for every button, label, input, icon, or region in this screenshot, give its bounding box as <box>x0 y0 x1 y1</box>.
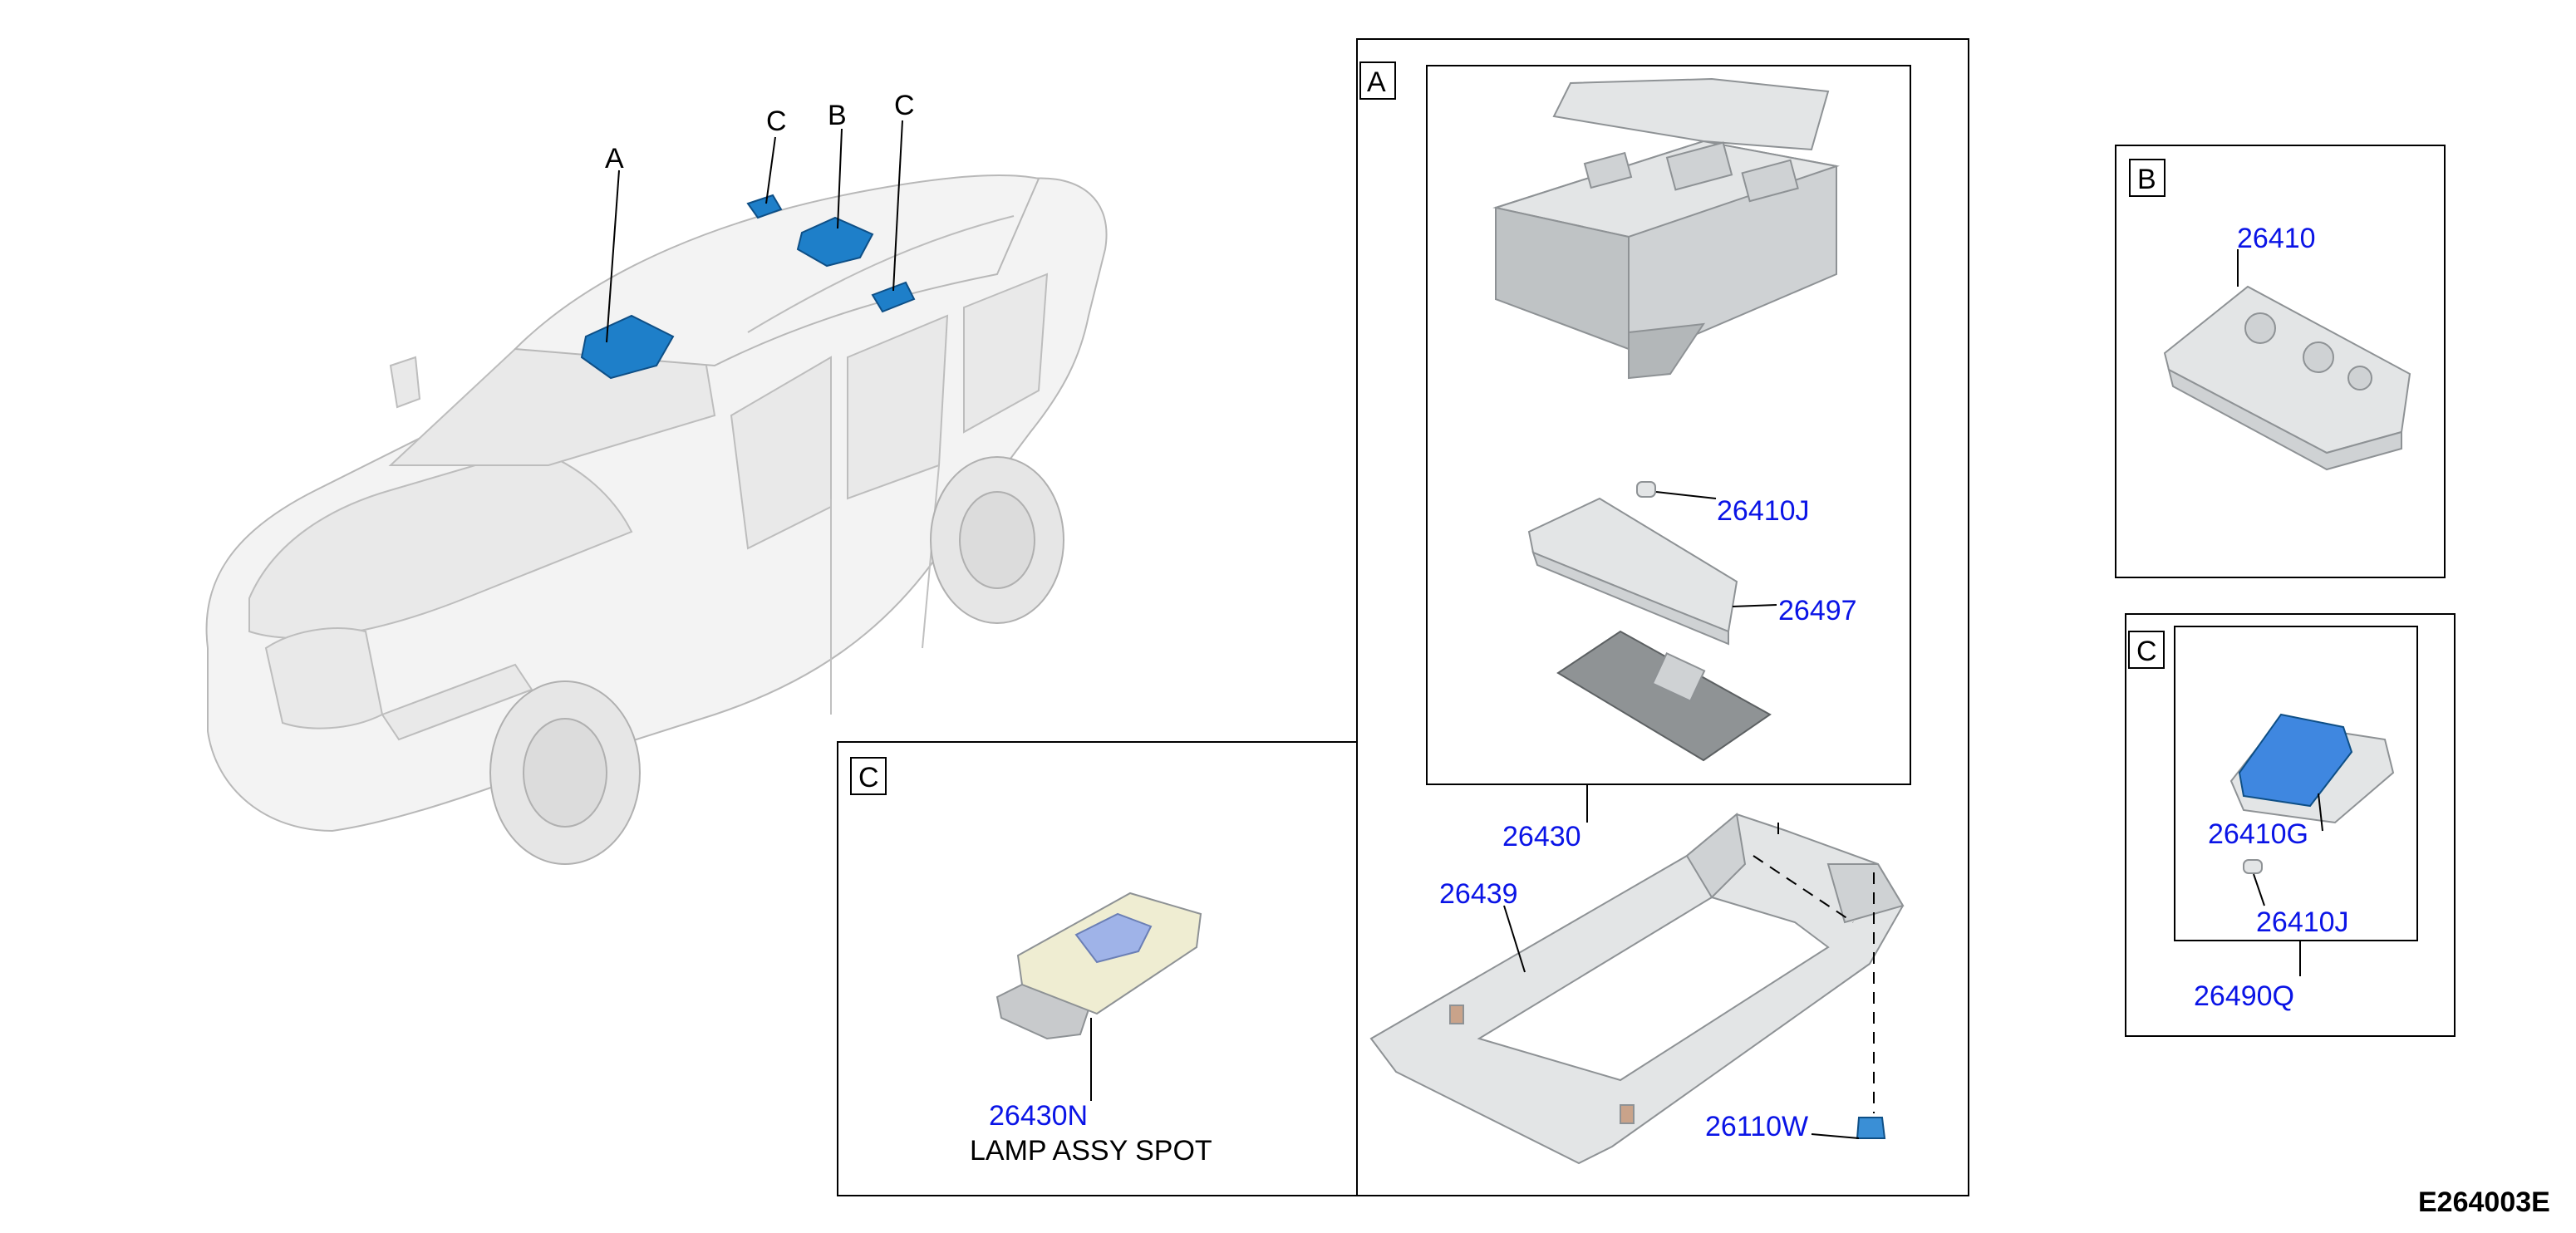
car-callout-c1: C <box>766 106 787 137</box>
part-26430: 26430 <box>1502 821 1581 852</box>
roof-lamp-c2-location <box>871 281 916 313</box>
car-callout-b: B <box>828 100 847 131</box>
clip-icon <box>1856 1117 1886 1139</box>
part-26490q: 26490Q <box>2194 980 2294 1012</box>
panel-b: B 26410 <box>2115 145 2446 578</box>
roof-lamp-a-location <box>580 314 675 380</box>
car-callout-a: A <box>605 143 624 174</box>
part-26110w: 26110W <box>1705 1111 1808 1142</box>
part-26410j-a: 26410J <box>1717 495 1810 527</box>
map-lamp-c <box>2229 713 2395 824</box>
part-26410-b: 26410 <box>2237 223 2316 254</box>
overhead-console-assembly <box>1492 77 1840 380</box>
panel-c-bottom-letter: C <box>858 762 879 793</box>
panel-c-bottom: C 26430N LAMP ASSY SPOT <box>837 741 1358 1196</box>
panel-a-letter: A <box>1367 66 1386 98</box>
roof-lamp-c1-location <box>746 194 783 219</box>
panel-b-letter: B <box>2137 164 2156 195</box>
mounting-bracket <box>1369 813 1905 1165</box>
lamp-housing <box>1556 630 1772 762</box>
panel-a: A 26410J 26497 26430 <box>1356 38 1969 1196</box>
part-26439: 26439 <box>1439 878 1518 910</box>
part-26497: 26497 <box>1778 595 1857 626</box>
lamp-assy-caption: LAMP ASSY SPOT <box>970 1135 1212 1167</box>
part-26410g: 26410G <box>2208 818 2308 850</box>
car-callout-c2: C <box>894 90 915 121</box>
part-26410j-c: 26410J <box>2256 906 2349 938</box>
panel-c-right-letter: C <box>2136 636 2157 667</box>
panel-c-right: C 26410G 26410J 26490Q <box>2125 613 2456 1037</box>
bulb-icon <box>1636 481 1656 498</box>
roof-lamp-b-location <box>796 216 874 268</box>
part-26430n: 26430N <box>989 1100 1088 1132</box>
vehicle-illustration <box>205 174 1108 865</box>
room-lamp-b <box>2163 285 2411 471</box>
bulb-icon-c <box>2243 859 2263 874</box>
spot-lamp <box>995 892 1202 1040</box>
diagram-code: E264003E <box>2418 1186 2550 1218</box>
